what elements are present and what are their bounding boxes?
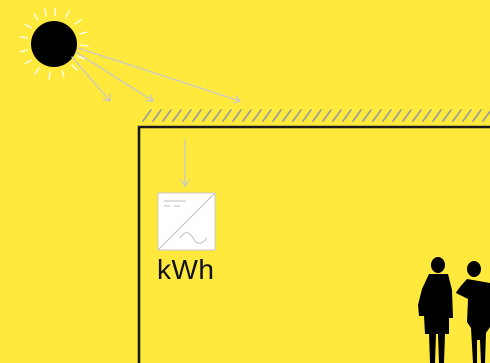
energy-unit-label: kWh xyxy=(157,254,215,285)
person-silhouette-icon xyxy=(418,257,490,363)
arrow-icon xyxy=(77,47,241,104)
sun-rays xyxy=(71,47,241,187)
building-outline xyxy=(137,125,490,363)
arrow-icon xyxy=(71,56,111,102)
solar-panel-icon xyxy=(142,109,490,122)
arrow-icon xyxy=(75,51,154,102)
arrow-icon xyxy=(180,139,190,187)
sun-icon xyxy=(19,7,89,80)
inverter-icon xyxy=(157,192,216,251)
